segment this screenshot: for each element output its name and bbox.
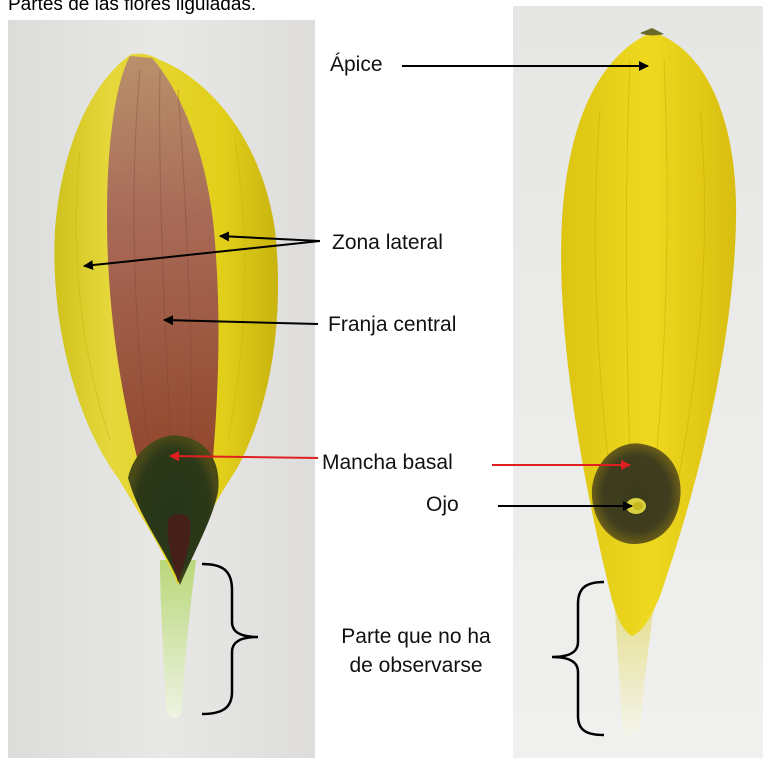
- label-franja-central: Franja central: [328, 312, 456, 338]
- label-mancha-basal: Mancha basal: [322, 450, 453, 476]
- figure-caption: Partes de las flores liguladas.: [8, 0, 256, 16]
- label-zona-lateral: Zona lateral: [332, 230, 443, 256]
- right-petal-basal-spot: [592, 443, 681, 544]
- label-ojo: Ojo: [426, 492, 459, 518]
- label-parte-line2: de observarse: [316, 651, 516, 680]
- label-apice: Ápice: [330, 52, 383, 78]
- label-parte-no-observar: Parte que no ha de observarse: [316, 622, 516, 680]
- label-parte-line1: Parte que no ha: [316, 622, 516, 651]
